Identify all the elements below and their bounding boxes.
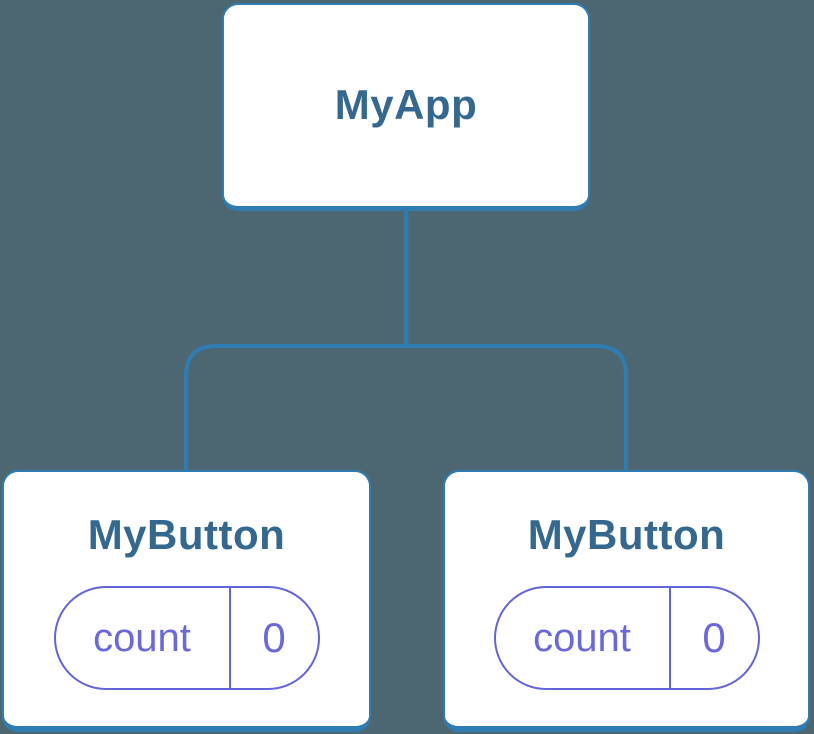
node-myapp: MyApp [222, 3, 590, 211]
children-bracket-line [184, 344, 628, 474]
state-value: 0 [228, 588, 318, 689]
state-pill: count 0 [53, 586, 320, 691]
node-mybutton-left-label: MyButton [87, 511, 286, 558]
node-mybutton-right: MyButton count 0 [443, 470, 810, 732]
state-name: count [93, 615, 191, 660]
state-pill: count 0 [493, 586, 760, 691]
node-mybutton-left: MyButton count 0 [2, 470, 371, 732]
state-name: count [533, 615, 631, 660]
node-mybutton-right-label: MyButton [527, 511, 726, 558]
state-value: 0 [668, 588, 758, 689]
node-myapp-label: MyApp [334, 81, 478, 129]
